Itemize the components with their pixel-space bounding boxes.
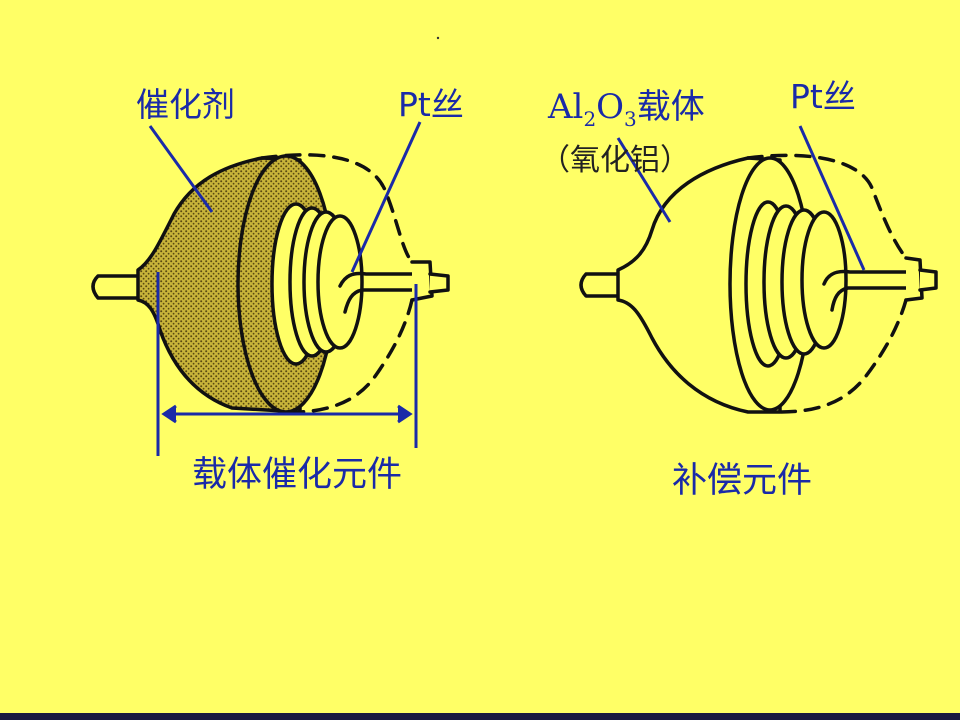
pt-left-leader	[350, 121, 422, 273]
al-text: Al	[548, 87, 584, 127]
left-dashed-envelope-lower	[298, 298, 414, 414]
carrier-leader	[616, 137, 672, 223]
sub-3: 3	[624, 106, 637, 131]
label-carrier-catalytic-element: 载体催化元件	[192, 455, 403, 495]
label-alumina: （氧化铝）	[540, 143, 690, 178]
label-al2o3-carrier: Al2O3载体	[548, 90, 705, 129]
pt-right-leader	[798, 125, 866, 271]
label-pt-wire-left: Pt丝	[398, 85, 464, 124]
catalyst-leader	[148, 125, 214, 213]
right-dashed-envelope	[746, 153, 908, 260]
right-leader-lines	[616, 125, 866, 271]
right-element-rod-right	[904, 256, 924, 302]
label-catalyst: 催化剂	[136, 85, 235, 124]
carrier-suffix: 载体	[636, 87, 705, 127]
carrier-catalytic-element	[91, 153, 450, 414]
compensation-element	[579, 153, 938, 414]
bottom-strip	[0, 713, 960, 720]
right-dashed-envelope-lower	[778, 298, 908, 414]
left-coil-ring-4	[316, 214, 364, 350]
right-element-rod-left	[579, 272, 620, 298]
label-compensation-element: 补偿元件	[672, 461, 813, 501]
dim-arrow-right-head	[397, 404, 413, 424]
dim-arrow-left-head	[161, 404, 177, 424]
left-element-rod-left	[91, 274, 140, 300]
o-text: O	[596, 87, 625, 127]
speck	[436, 36, 440, 40]
left-leader-lines	[148, 121, 422, 456]
sub-2: 2	[583, 106, 597, 131]
left-dashed-envelope	[260, 153, 414, 264]
label-pt-wire-right: Pt丝	[790, 77, 856, 116]
